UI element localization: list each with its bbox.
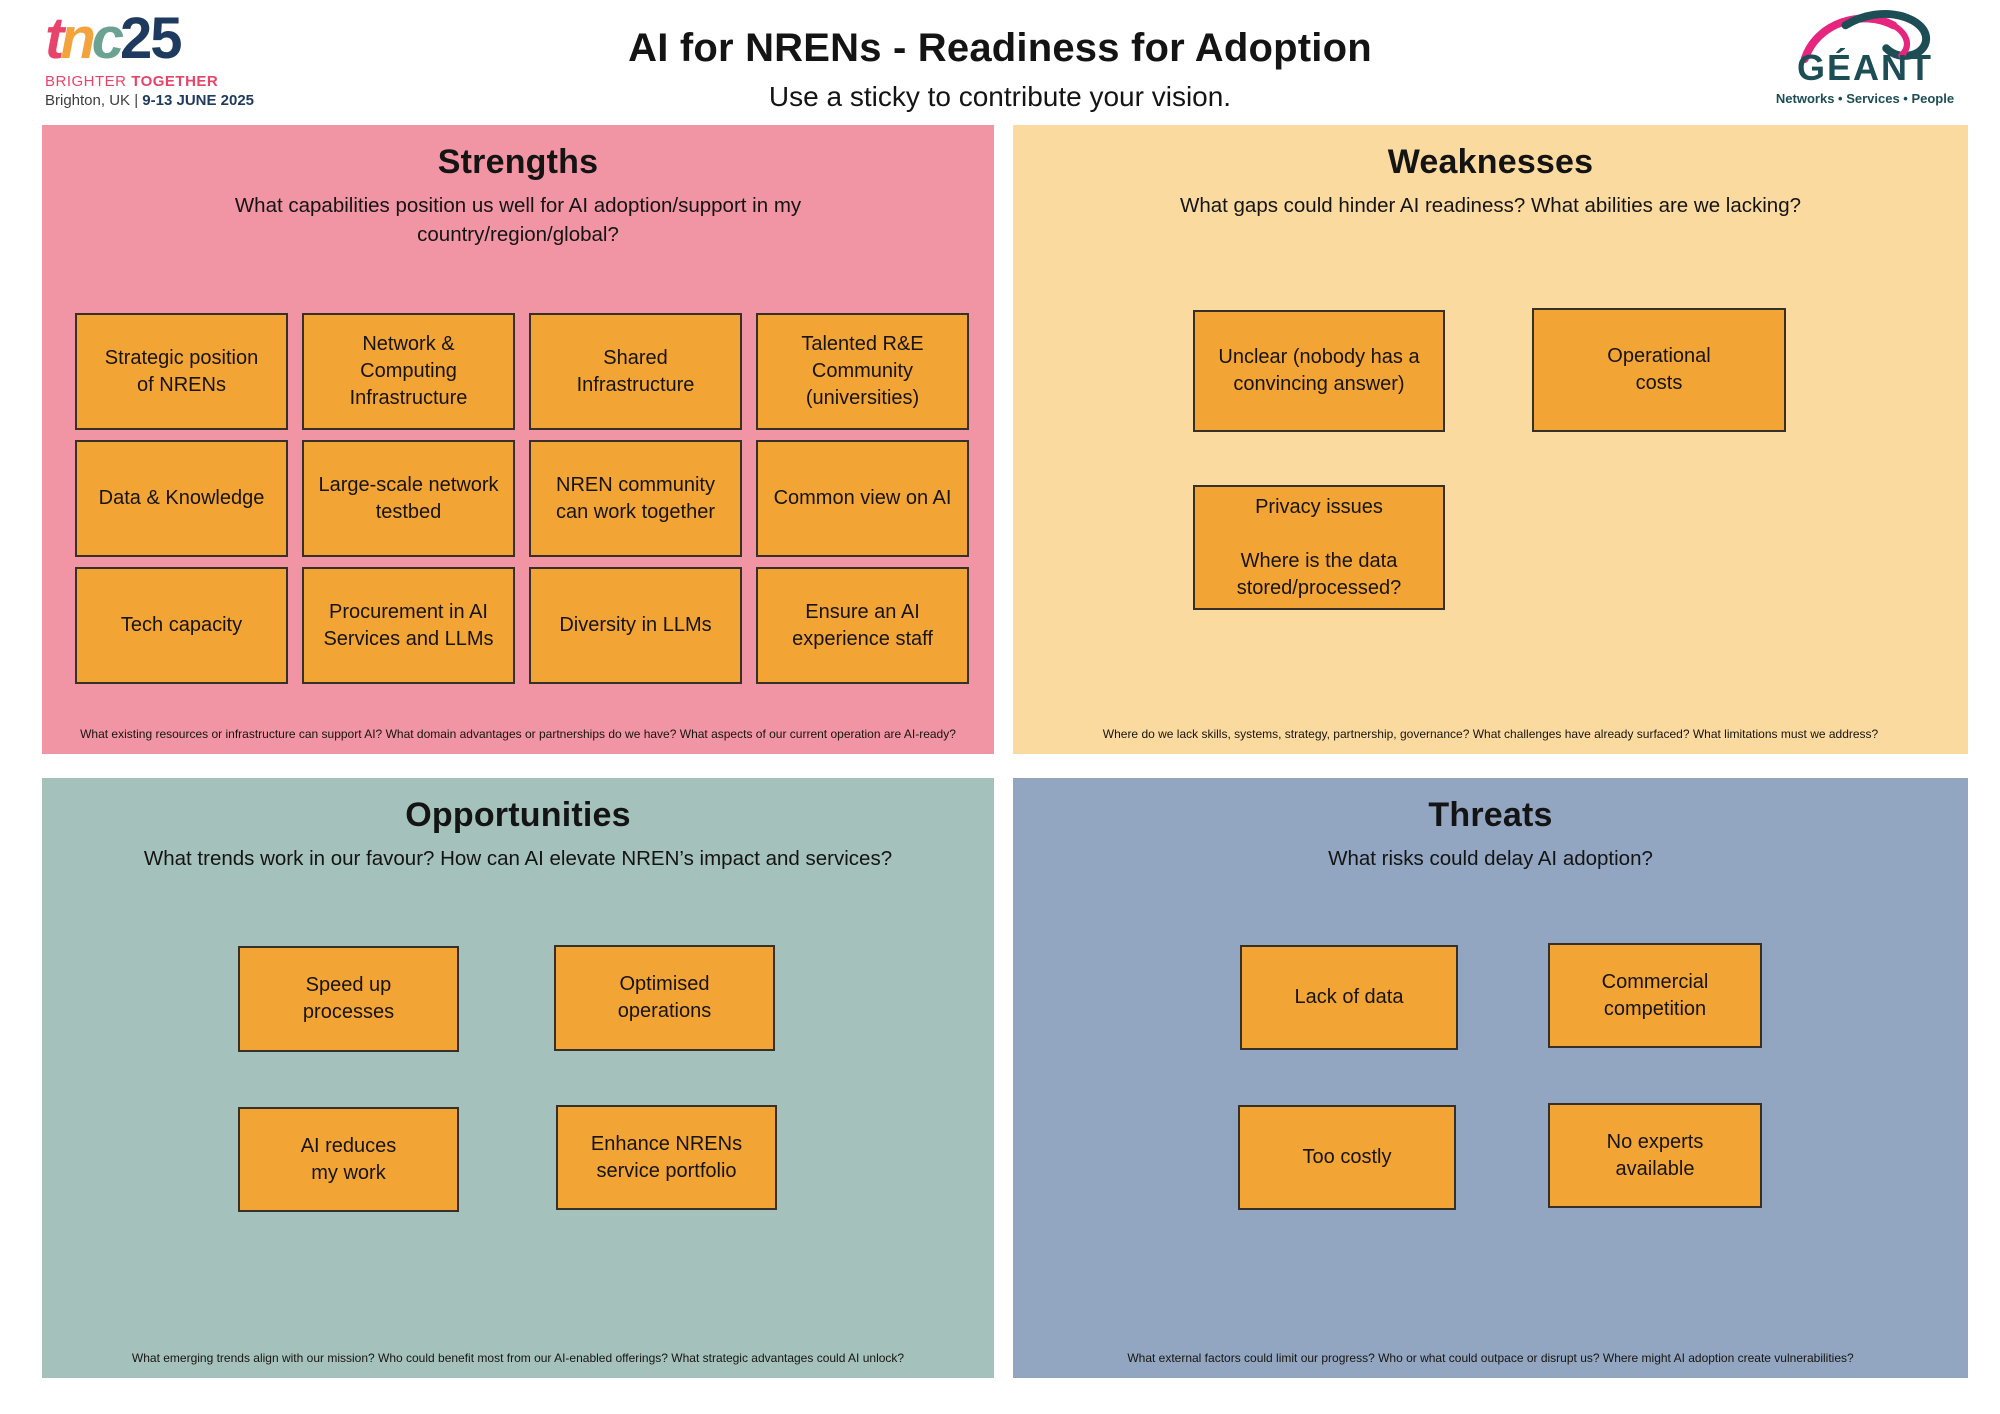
sticky-note[interactable]: Commercial competition (1548, 943, 1762, 1048)
weaknesses-subtitle: What gaps could hinder AI readiness? Wha… (1179, 194, 1802, 217)
tnc25-location: Brighton, UK | (45, 92, 139, 109)
sticky-note[interactable]: Tech capacity (75, 567, 288, 684)
sticky-note[interactable]: Data & Knowledge (75, 440, 288, 557)
tnc25-year: 25 (120, 6, 182, 71)
tnc25-letter-c: c (91, 6, 124, 71)
sticky-note[interactable]: Optimised operations (554, 945, 775, 1051)
tnc25-event-info: Brighton, UK | 9-13 JUNE 2025 (45, 93, 254, 108)
sticky-note[interactable]: Large-scale network testbed (302, 440, 515, 557)
opportunities-title: Opportunities (405, 796, 631, 834)
tnc25-letter-t: t (45, 6, 64, 71)
page-title: AI for NRENs - Readiness for Adoption (628, 26, 1372, 70)
sticky-note[interactable]: Shared Infrastructure (529, 313, 742, 430)
sticky-note[interactable]: Network & Computing Infrastructure (302, 313, 515, 430)
strengths-title: Strengths (437, 143, 599, 181)
geant-tagline: Networks • Services • People (1775, 91, 1955, 106)
title-block: AI for NRENs - Readiness for Adoption Us… (0, 26, 2000, 113)
tnc25-tagline: BRIGHTER TOGETHER (45, 74, 254, 89)
quadrant-threats: Threats What risks could delay AI adopti… (1013, 778, 1968, 1378)
sticky-note[interactable]: Common view on AI (756, 440, 969, 557)
sticky-note[interactable]: Ensure an AI experience staff (756, 567, 969, 684)
sticky-note[interactable]: NREN community can work together (529, 440, 742, 557)
sticky-note[interactable]: AI reduces my work (238, 1107, 459, 1212)
threats-footer: What external factors could limit our pr… (1127, 1351, 1854, 1365)
tnc25-tagline-together: TOGETHER (131, 73, 219, 90)
sticky-note[interactable]: Lack of data (1240, 945, 1458, 1050)
sticky-note[interactable]: Diversity in LLMs (529, 567, 742, 684)
geant-swoosh-icon (1800, 9, 1931, 63)
sticky-note[interactable]: Too costly (1238, 1105, 1456, 1210)
sticky-note[interactable]: Enhance NRENs service portfolio (556, 1105, 777, 1210)
header: tnc25 BRIGHTER TOGETHER Brighton, UK | 9… (0, 0, 2000, 125)
opportunities-subtitle: What trends work in our favour? How can … (143, 847, 893, 870)
quadrant-opportunities: Opportunities What trends work in our fa… (42, 778, 994, 1378)
sticky-note[interactable]: No experts available (1548, 1103, 1762, 1208)
page-subtitle: Use a sticky to contribute your vision. (768, 81, 1232, 112)
opportunities-footer: What emerging trends align with our miss… (131, 1351, 905, 1365)
sticky-note[interactable]: Strategic position of NRENs (75, 313, 288, 430)
strengths-subtitle: What capabilities position us well for A… (234, 194, 802, 246)
sticky-note[interactable]: Unclear (nobody has a convincing answer) (1193, 310, 1445, 432)
weaknesses-title: Weaknesses (1387, 143, 1594, 181)
tnc25-logo: tnc25 BRIGHTER TOGETHER Brighton, UK | 9… (45, 10, 254, 109)
strengths-sticky-grid: Strategic position of NRENs Network & Co… (75, 313, 969, 684)
quadrant-weaknesses: Weaknesses What gaps could hinder AI rea… (1013, 125, 1968, 754)
weaknesses-footer: Where do we lack skills, systems, strate… (1102, 727, 1879, 741)
sticky-note[interactable]: Privacy issues Where is the data stored/… (1193, 485, 1445, 610)
tnc25-letter-n: n (60, 6, 95, 71)
threats-title: Threats (1428, 796, 1553, 834)
geant-wordmark: GÉANT (1797, 47, 1933, 88)
strengths-footer: What existing resources or infrastructur… (80, 727, 956, 741)
quadrant-strengths: Strengths What capabilities position us … (42, 125, 994, 754)
sticky-note[interactable]: Operational costs (1532, 308, 1786, 432)
sticky-note[interactable]: Procurement in AI Services and LLMs (302, 567, 515, 684)
geant-logo: GÉANT Networks • Services • People (1770, 4, 1960, 106)
sticky-note[interactable]: Speed up processes (238, 946, 459, 1052)
sticky-note[interactable]: Talented R&E Community (universities) (756, 313, 969, 430)
tnc25-tagline-brighter: BRIGHTER (45, 73, 127, 90)
threats-subtitle: What risks could delay AI adoption? (1328, 847, 1653, 870)
tnc25-wordmark: tnc25 (45, 10, 254, 68)
tnc25-dates: 9-13 JUNE 2025 (142, 92, 255, 109)
